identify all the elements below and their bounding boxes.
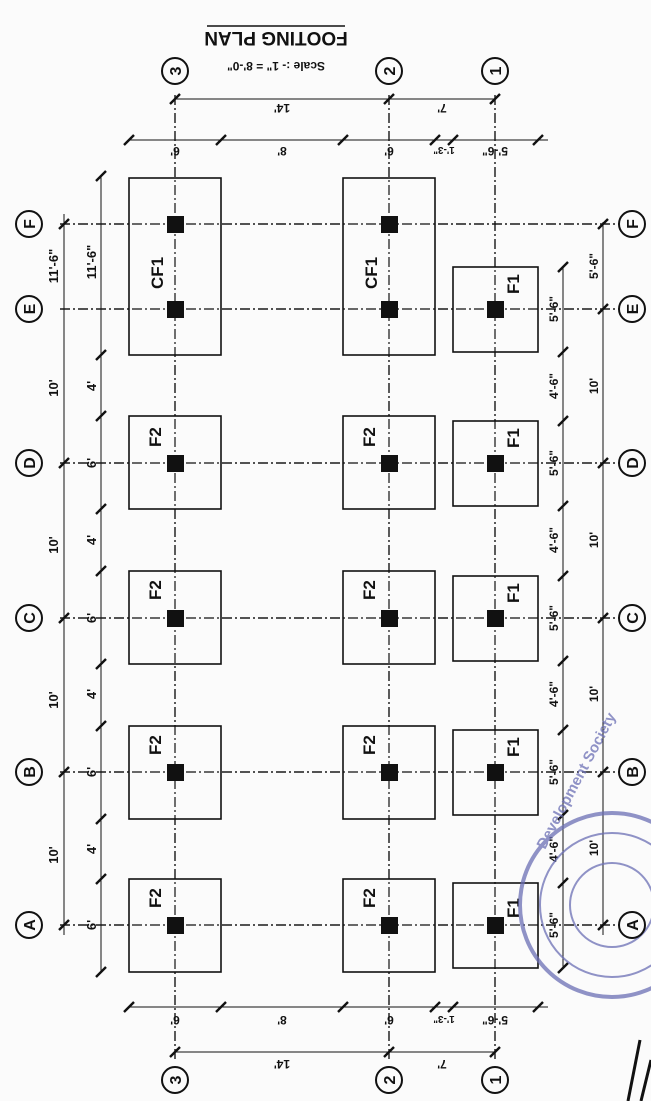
dim-label: 11'-6" [46, 249, 61, 284]
dim-label: 14' [274, 1057, 290, 1071]
top-dimensions [58, 170, 107, 978]
footing-label: F2 [360, 580, 379, 600]
footing-label: F2 [146, 427, 165, 447]
grid-label: E [22, 303, 39, 314]
dim-label: 6' [384, 144, 394, 158]
dim-label: 10' [587, 686, 601, 702]
grid-label: C [625, 612, 642, 624]
footing-label: F2 [146, 888, 165, 908]
dim-label: 8' [277, 144, 287, 158]
dim-label: 10' [46, 691, 61, 709]
dim-label: 14' [274, 101, 290, 115]
dim-label: 4' [84, 844, 99, 854]
grid-label: 3 [168, 1075, 185, 1084]
footing-label: F1 [504, 428, 523, 448]
footing-label: F2 [360, 735, 379, 755]
dim-label: 6' [84, 613, 99, 623]
dim-label: 5'-6" [587, 253, 601, 279]
dim-label: 6' [84, 458, 99, 468]
dim-label: 5'-6" [547, 450, 561, 476]
dim-label: 6' [170, 1013, 180, 1027]
dim-label: 7' [437, 101, 447, 115]
grid-label: 2 [382, 66, 399, 75]
grid-label: A [625, 919, 642, 931]
dim-label: 5'-6" [547, 912, 561, 938]
dim-label: 6' [170, 144, 180, 158]
footing-label: F2 [146, 735, 165, 755]
dim-label: 10' [46, 536, 61, 554]
dim-label: 10' [587, 840, 601, 856]
dim-label: 4' [84, 689, 99, 699]
dim-label: 10' [46, 379, 61, 397]
grid-label: A [22, 919, 39, 931]
footing-label: F1 [504, 737, 523, 757]
grid-label: C [22, 612, 39, 624]
dim-label: 6' [84, 920, 99, 930]
footing-label: CF1 [362, 257, 381, 289]
grid-label: 1 [488, 1075, 505, 1084]
dim-label: 4' [84, 381, 99, 391]
dim-label: 5'-6" [482, 144, 508, 158]
bottom-dimensions [557, 218, 609, 974]
grid-label: 1 [488, 66, 505, 75]
dim-label: 10' [46, 846, 61, 864]
grid-label: F [625, 219, 642, 229]
society-stamp: Development Society [518, 709, 651, 999]
dim-label: 4'-6" [547, 681, 561, 707]
dim-label: 10' [587, 532, 601, 548]
grid-label: E [625, 303, 642, 314]
dim-label: 5'-6" [547, 296, 561, 322]
grid-label: 3 [168, 66, 185, 75]
grid-label: B [625, 766, 642, 778]
grid-bubbles-letters: A B C D E F A B C D E F [15, 210, 646, 939]
scale-note: Scale :- 1" = 8'-0" [227, 59, 325, 73]
footing-label: F2 [360, 888, 379, 908]
dim-label: 1'-3" [433, 1013, 455, 1024]
dim-label: 5'-6" [547, 759, 561, 785]
dim-label: 4' [84, 535, 99, 545]
footing-label: F2 [360, 427, 379, 447]
dim-label: 1'-3" [433, 144, 455, 155]
dim-label: 11'-6" [84, 245, 99, 280]
plan-title: FOOTING PLAN [204, 27, 348, 48]
dim-label: 6' [384, 1013, 394, 1027]
dim-label: 10' [587, 378, 601, 394]
dim-label: 4'-6" [547, 373, 561, 399]
dim-label: 5'-6" [482, 1013, 508, 1027]
columns [167, 216, 504, 934]
dim-label: 7' [437, 1057, 447, 1071]
dim-label: 5'-6" [547, 605, 561, 631]
grid-label: D [22, 457, 39, 469]
dim-label: 8' [277, 1013, 287, 1027]
dim-label: 4'-6" [547, 527, 561, 553]
footing-label: F1 [504, 274, 523, 294]
grid-bubbles-numbers: 3 2 1 3 2 1 [161, 57, 509, 1094]
footing-label: F2 [146, 580, 165, 600]
footing-label: CF1 [148, 257, 167, 289]
grid-label: B [22, 766, 39, 778]
grid-label: D [625, 457, 642, 469]
side-dimensions [123, 93, 548, 1058]
grid-label: F [22, 219, 39, 229]
dim-label: 4'-6" [547, 836, 561, 862]
signature [626, 1039, 651, 1101]
dim-label: 6' [84, 767, 99, 777]
grid-label: 2 [382, 1075, 399, 1084]
footing-label: F1 [504, 583, 523, 603]
